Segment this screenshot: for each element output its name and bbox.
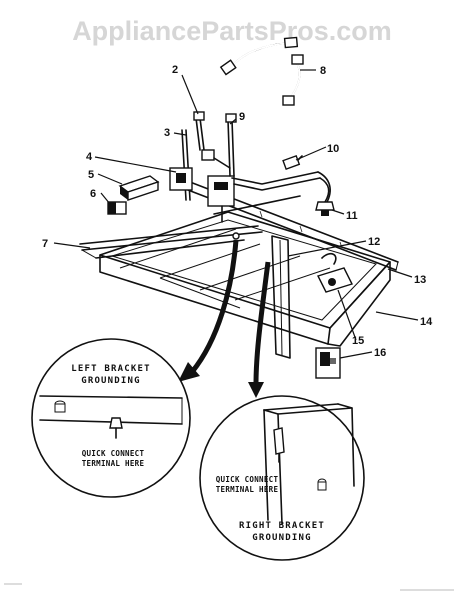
part-valve-assembly [169, 111, 237, 223]
callout-8: 8 [320, 65, 326, 77]
left-detail-title-1: LEFT BRACKET [71, 364, 150, 374]
callout-2: 2 [172, 64, 178, 76]
part-tube-top [219, 36, 299, 76]
callout-14: 14 [420, 316, 433, 328]
part-16 [315, 347, 341, 379]
callout-10: 10 [327, 143, 339, 155]
callout-15: 15 [352, 335, 364, 347]
callout-7: 7 [42, 238, 48, 250]
callout-5: 5 [88, 169, 94, 181]
callout-13: 13 [414, 274, 426, 286]
callout-11: 11 [346, 210, 358, 222]
watermark: AppliancePartsPros.com [72, 16, 392, 46]
right-detail-title-2: GROUNDING [252, 533, 312, 543]
right-detail-note-1: QUICK CONNECT [216, 475, 279, 484]
callout-6: 6 [90, 188, 96, 200]
right-detail-title-1: RIGHT BRACKET [239, 521, 325, 531]
part-right-bracket-12 [271, 235, 291, 359]
leader-lines [53, 69, 419, 359]
callout-16: 16 [374, 347, 386, 359]
left-bracket-detail: LEFT BRACKET GROUNDING QUICK CONNECT TER… [31, 338, 191, 498]
callouts: 2 8 3 9 4 10 5 6 11 7 12 13 14 15 16 [42, 64, 433, 359]
callout-4: 4 [86, 151, 93, 163]
callout-3: 3 [164, 127, 170, 139]
callout-12: 12 [368, 236, 380, 248]
part-left-bracket-7 [79, 225, 263, 259]
right-detail-note-2: TERMINAL HERE [216, 485, 279, 494]
scan-marks [4, 583, 454, 591]
left-detail-note-1: QUICK CONNECT [82, 449, 145, 458]
part-6 [107, 201, 127, 215]
right-bracket-detail: QUICK CONNECT TERMINAL HERE RIGHT BRACKE… [199, 395, 365, 561]
part-5 [118, 175, 160, 201]
part-tube-8 [282, 54, 304, 106]
part-orifice-11 [315, 201, 335, 216]
left-detail-note-2: TERMINAL HERE [82, 459, 145, 468]
left-detail-title-2: GROUNDING [81, 376, 141, 386]
burner-pan [99, 211, 391, 347]
part-igniter-15 [317, 252, 353, 293]
callout-9: 9 [239, 111, 245, 123]
detail-arrows [178, 239, 271, 398]
part-gas-tube-10 [213, 154, 331, 215]
